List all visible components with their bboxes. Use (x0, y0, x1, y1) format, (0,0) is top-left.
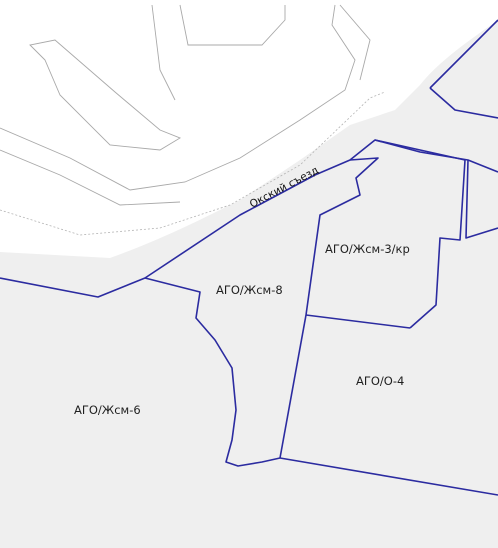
road-area (0, 0, 498, 258)
zone-label-zhsm-8[interactable]: АГО/Жсм-8 (216, 283, 283, 297)
zone-upper-right[interactable] (430, 20, 498, 118)
zone-label-zhsm-6[interactable]: АГО/Жсм-6 (74, 403, 141, 417)
zone-label-zhsm-3-kr[interactable]: АГО/Жсм-3/кр (325, 242, 410, 256)
zone-boundaries (0, 139, 498, 496)
base-lines (0, 4, 386, 236)
zone-label-o-4[interactable]: АГО/О-4 (356, 374, 404, 388)
